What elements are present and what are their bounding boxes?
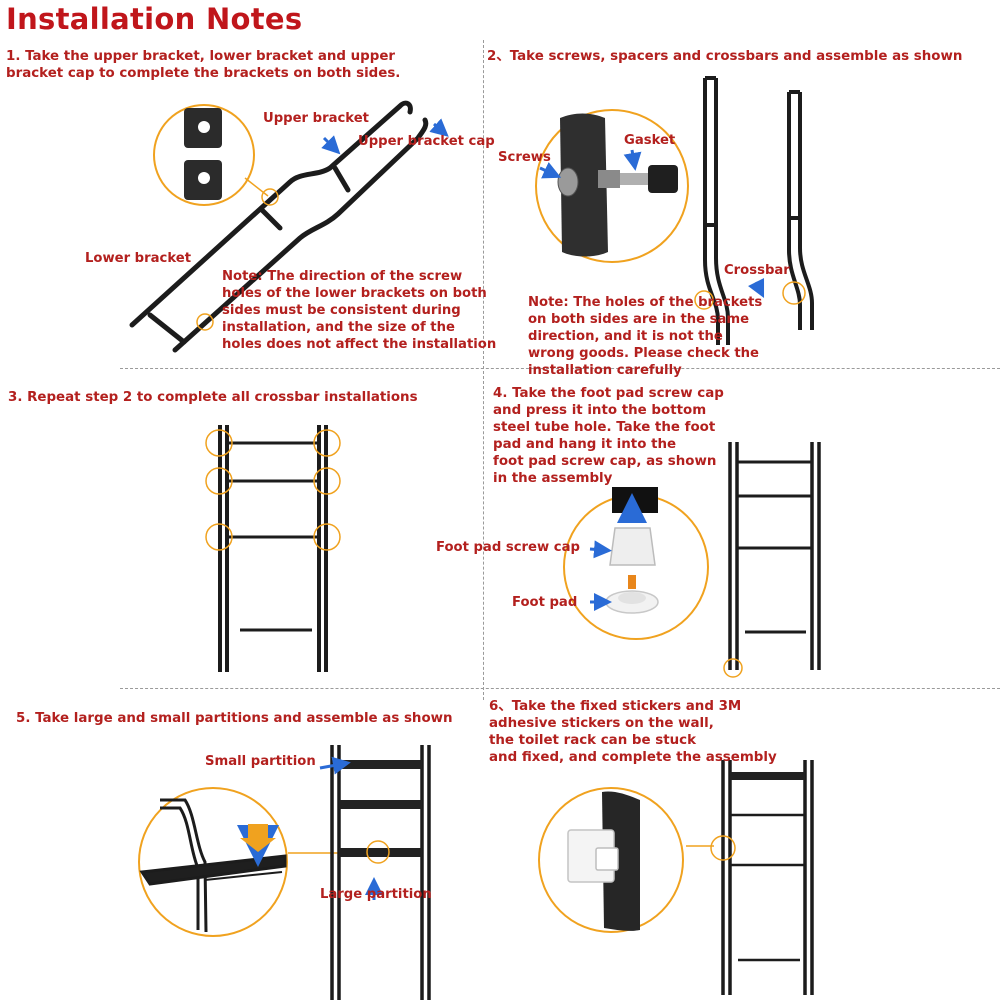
step2-note-line: direction, and it is not the — [528, 329, 723, 344]
step4-line: 4. Take the foot pad screw cap — [493, 386, 724, 401]
step1-note: Note: The direction of the screw holes o… — [222, 268, 496, 353]
small-partition-label: Small partition — [205, 754, 316, 769]
step1-note-line: holes does not affect the installation — [222, 337, 497, 352]
step4-frame — [728, 442, 821, 670]
step4-line: steel tube hole. Take the foot — [493, 420, 716, 435]
step6-line: the toilet rack can be stuck — [489, 733, 696, 748]
crossbar-label: Crossbar — [724, 263, 790, 278]
screws-label: Screws — [498, 150, 551, 165]
step4-footpad-detail — [605, 487, 659, 614]
step4-line: foot pad screw cap, as shown — [493, 454, 717, 469]
step6-sticker-detail — [567, 791, 640, 931]
step2-frame-sides — [703, 76, 814, 345]
step1-note-line: installation, and the size of the — [222, 320, 455, 335]
upper-bracket-cap-label: Upper bracket cap — [358, 134, 495, 149]
step4-instructions: 4. Take the foot pad screw cap and press… — [493, 385, 724, 487]
step1-note-line: Note: The direction of the screw — [222, 269, 463, 284]
lower-bracket-label: Lower bracket — [85, 251, 192, 266]
step1-note-line: holes of the lower brackets on both — [222, 286, 487, 301]
step1-magnifier — [153, 104, 255, 206]
gasket-label: Gasket — [624, 133, 676, 148]
step6-line: and fixed, and complete the assembly — [489, 750, 777, 765]
step2-screw-detail — [557, 113, 678, 257]
step4-line: in the assembly — [493, 471, 613, 486]
step2-note-line: Note: The holes of the brackets — [528, 295, 763, 310]
foot-pad-screw-cap-label: Foot pad screw cap — [436, 540, 580, 555]
step2-note: Note: The holes of the brackets on both … — [528, 294, 762, 379]
step1-line: 1. Take the upper bracket, lower bracket… — [6, 49, 396, 64]
step4-line: pad and hang it into the — [493, 437, 677, 452]
step2-note-line: wrong goods. Please check the — [528, 346, 759, 361]
divider-row-1 — [120, 368, 1000, 369]
step1-bracket-illustration — [129, 100, 429, 353]
step2-instructions: 2、Take screws, spacers and crossbars and… — [487, 48, 962, 65]
step3-callouts — [205, 429, 341, 551]
step1-line: bracket cap to complete the brackets on … — [6, 66, 401, 81]
upper-bracket-label: Upper bracket — [263, 111, 369, 126]
step3-line: 3. Repeat step 2 to complete all crossba… — [8, 390, 418, 405]
step6-instructions: 6、Take the fixed stickers and 3M adhesiv… — [489, 698, 777, 766]
page-title: Installation Notes — [6, 2, 303, 36]
step1-instructions: 1. Take the upper bracket, lower bracket… — [6, 48, 400, 82]
step2-line: 2、Take screws, spacers and crossbars and… — [487, 49, 963, 64]
step3-frame — [218, 425, 328, 672]
step1-bracket-detail — [184, 108, 222, 200]
step6-line: 6、Take the fixed stickers and 3M — [489, 699, 742, 714]
step1-note-line: sides must be consistent during — [222, 303, 461, 318]
step4-magnifier — [563, 494, 709, 640]
step2-note-line: on both sides are in the same — [528, 312, 750, 327]
foot-pad-label: Foot pad — [512, 595, 578, 610]
step5-frame — [330, 745, 431, 1000]
step6-frame — [721, 760, 814, 995]
step5-line: 5. Take large and small partitions and a… — [16, 711, 453, 726]
large-partition-label: Large partition — [320, 887, 432, 902]
step5-instructions: 5. Take large and small partitions and a… — [16, 710, 453, 727]
step6-line: adhesive stickers on the wall, — [489, 716, 714, 731]
step4-line: and press it into the bottom — [493, 403, 707, 418]
step3-instructions: 3. Repeat step 2 to complete all crossba… — [8, 389, 418, 406]
vertical-divider — [483, 40, 484, 700]
divider-row-2 — [120, 688, 1000, 689]
step2-note-line: installation carefully — [528, 363, 682, 378]
